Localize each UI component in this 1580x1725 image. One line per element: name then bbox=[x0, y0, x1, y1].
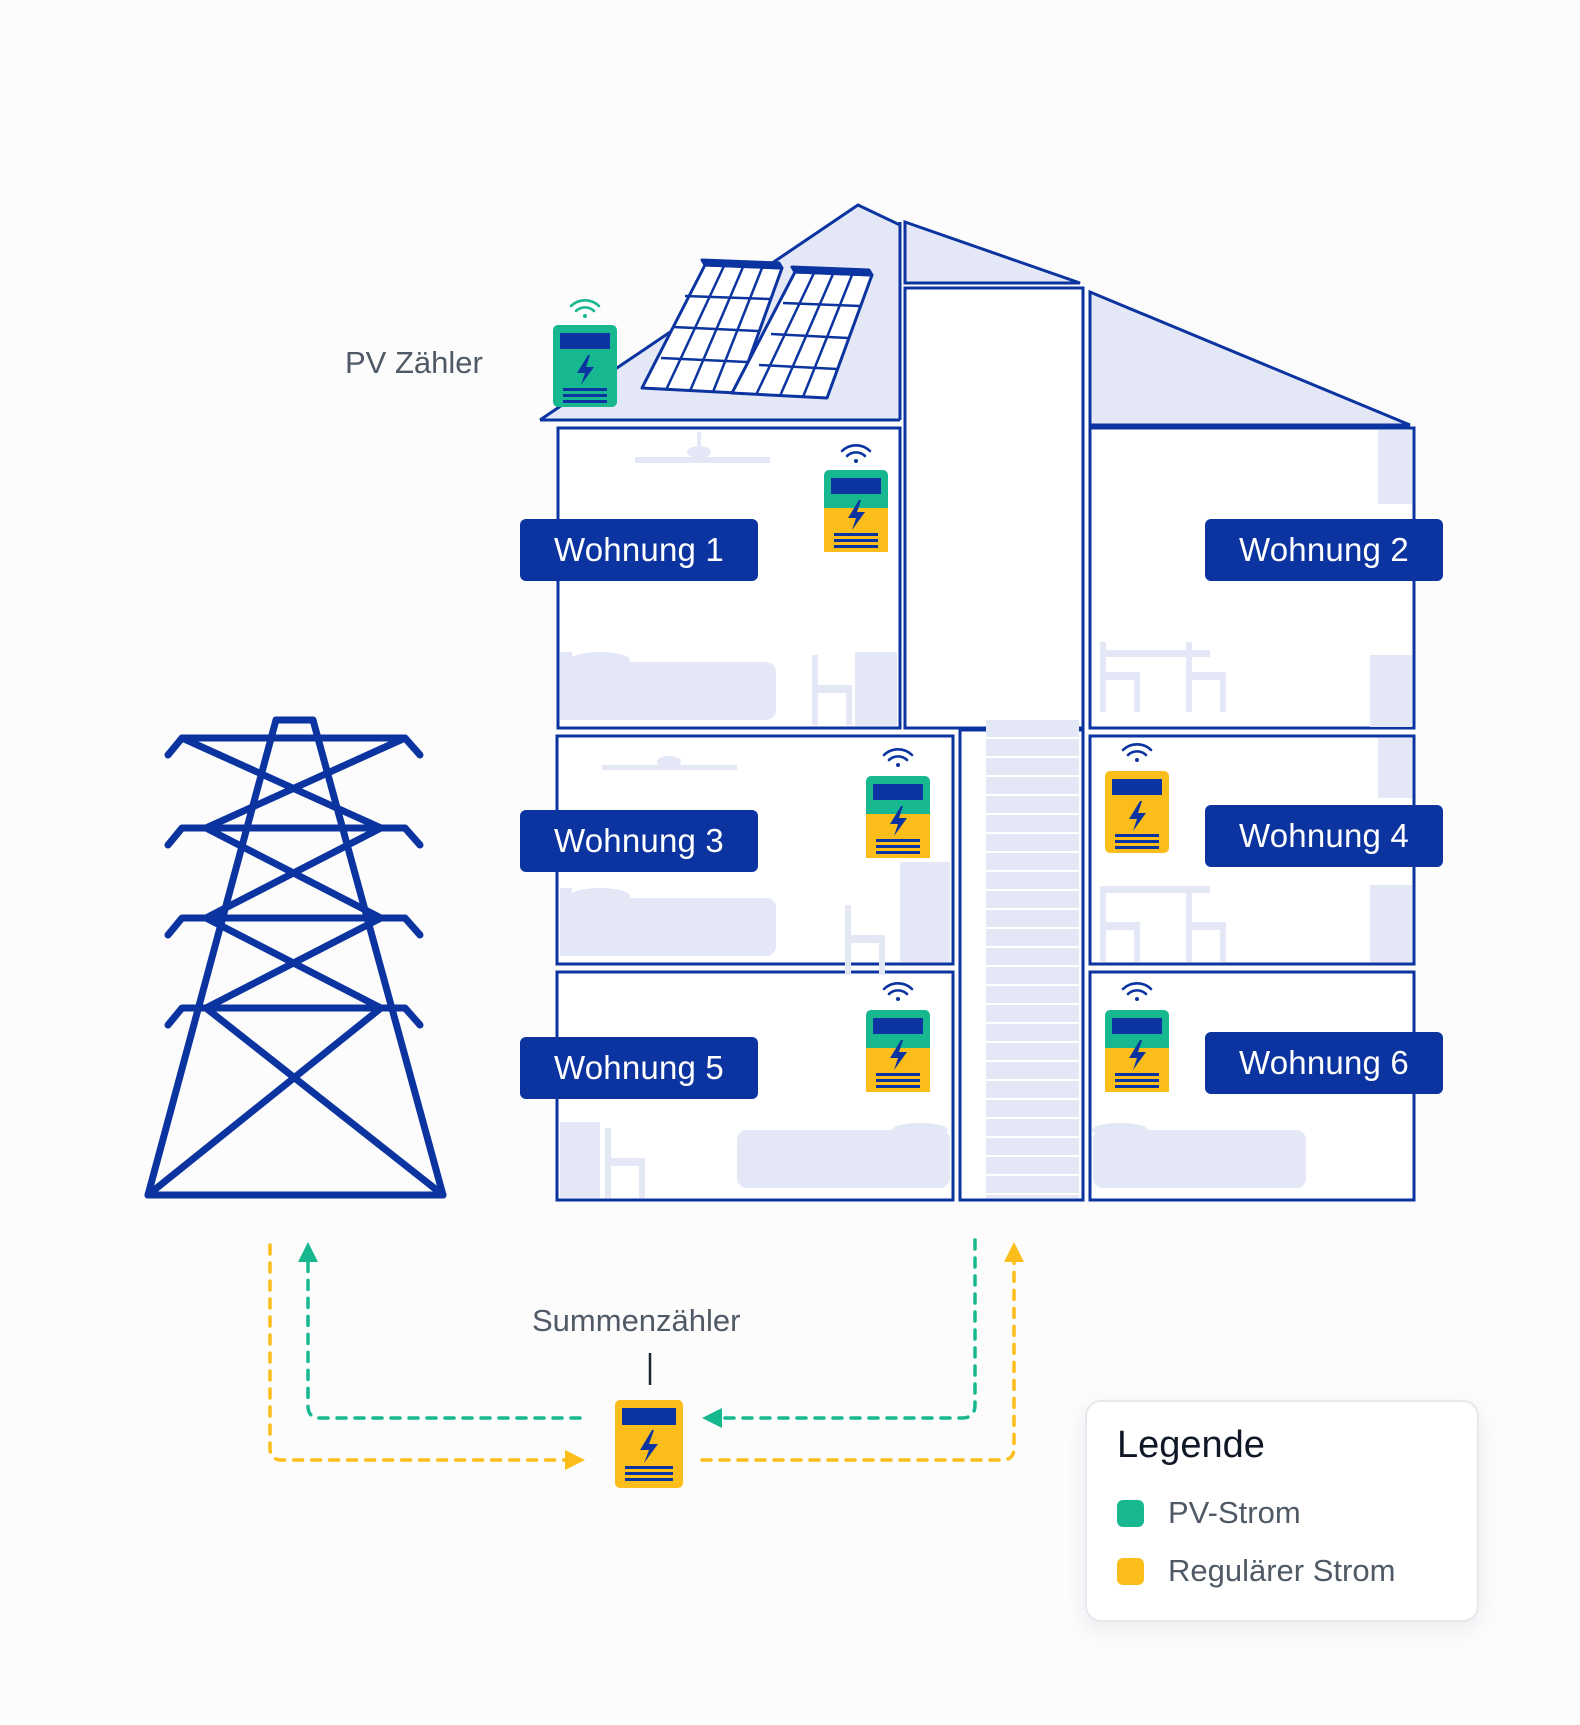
apartment-6-label: Wohnung 6 bbox=[1205, 1032, 1443, 1094]
sum-meter bbox=[615, 1353, 683, 1488]
solar-panel-icon bbox=[640, 258, 874, 400]
apartment-4-label: Wohnung 4 bbox=[1205, 805, 1443, 867]
apartment-2-label: Wohnung 2 bbox=[1205, 519, 1443, 581]
power-pylon-icon bbox=[144, 716, 447, 1199]
regular-flow-arrows bbox=[268, 1243, 1016, 1462]
pv-meter-label: PV Zähler bbox=[345, 345, 483, 380]
legend-item-regular: Regulärer Strom bbox=[1117, 1553, 1395, 1589]
pv-arrowheads bbox=[298, 1242, 722, 1428]
sum-meter-label: Summenzähler bbox=[532, 1303, 741, 1338]
apartment-1-label: Wohnung 1 bbox=[520, 519, 758, 581]
regular-swatch bbox=[1117, 1557, 1144, 1585]
legend-title: Legende bbox=[1117, 1424, 1265, 1466]
furniture bbox=[560, 430, 1412, 1198]
staircase bbox=[986, 720, 1079, 1198]
pv-swatch bbox=[1117, 1499, 1144, 1527]
regular-arrowheads bbox=[565, 1242, 1024, 1470]
pv-flow-arrows bbox=[306, 1238, 977, 1420]
legend-item-label: PV-Strom bbox=[1168, 1495, 1301, 1530]
stair-shaft bbox=[986, 720, 1079, 1198]
apartment-5-label: Wohnung 5 bbox=[520, 1037, 758, 1099]
pv-meter bbox=[553, 298, 617, 407]
legend: Legende PV-Strom Regulärer Strom bbox=[1085, 1400, 1479, 1622]
apartment-3-label: Wohnung 3 bbox=[520, 810, 758, 872]
legend-item-label: Regulärer Strom bbox=[1168, 1553, 1396, 1588]
legend-item-pv: PV-Strom bbox=[1117, 1495, 1301, 1531]
